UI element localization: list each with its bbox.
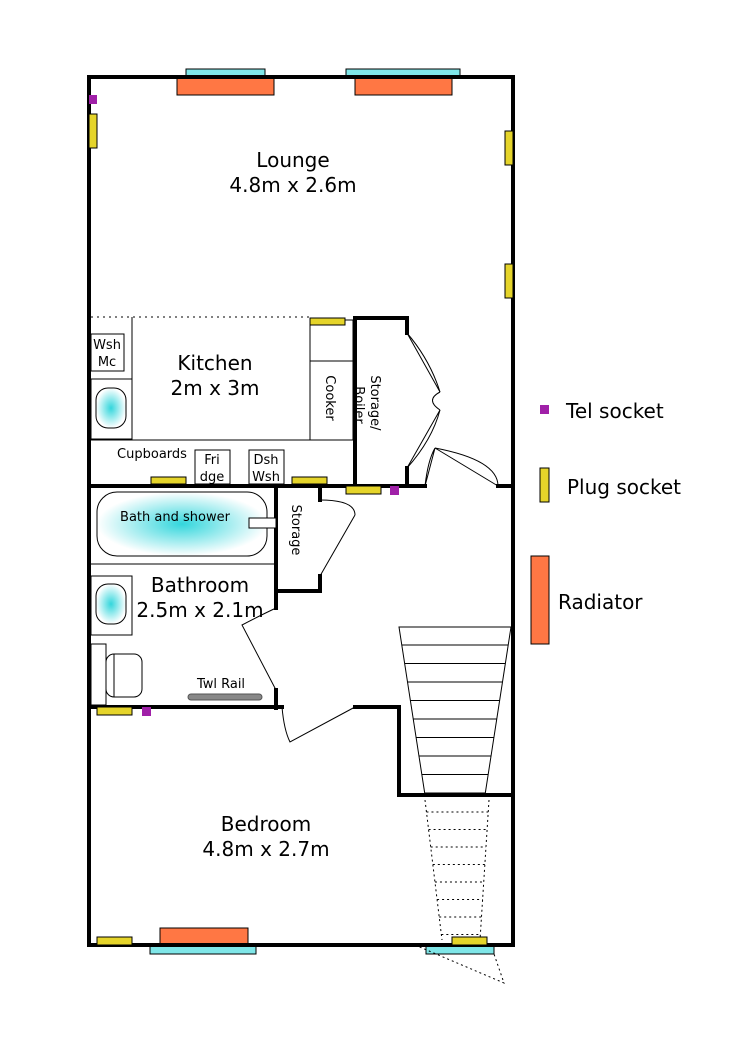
tel-socket bbox=[89, 95, 97, 104]
storage-label: Storage bbox=[288, 505, 303, 556]
plug-socket bbox=[504, 130, 514, 166]
bedroom-size: 4.8m x 2.7m bbox=[202, 837, 329, 861]
cooker-unit bbox=[309, 319, 354, 441]
radiator bbox=[354, 76, 453, 96]
washing-machine-label: Wsh bbox=[93, 338, 121, 353]
door-swing bbox=[424, 447, 499, 487]
door-swing bbox=[281, 706, 356, 743]
interior-wall bbox=[274, 486, 322, 593]
tel-socket bbox=[142, 707, 151, 716]
legend-plug-label: Plug socket bbox=[567, 475, 681, 499]
fridge-label: dge bbox=[200, 470, 225, 485]
kitchen-size: 2m x 3m bbox=[171, 376, 260, 400]
legend-plug-swatch bbox=[539, 467, 550, 503]
outside-guide bbox=[414, 944, 505, 984]
legend-tel-swatch bbox=[540, 405, 549, 414]
stair-dotted-edge bbox=[479, 799, 490, 941]
plug-socket bbox=[451, 936, 488, 946]
interior-wall bbox=[353, 316, 409, 486]
storage-boiler-label: Storage/ Boiler bbox=[351, 375, 382, 434]
plug-socket bbox=[88, 113, 98, 149]
toilet-cistern bbox=[90, 643, 107, 706]
staircase bbox=[398, 626, 512, 796]
dishwasher bbox=[248, 449, 285, 485]
tel-socket bbox=[390, 486, 399, 495]
legend-tel-label: Tel socket bbox=[565, 399, 664, 423]
plug-socket bbox=[150, 476, 187, 485]
storage-boiler-line: Storage/ bbox=[367, 375, 382, 431]
dishwasher-label: Wsh bbox=[252, 470, 280, 485]
door-swing bbox=[319, 499, 356, 577]
storage-boiler-line: Boiler bbox=[351, 386, 366, 424]
plug-socket bbox=[309, 317, 346, 326]
bedroom-name: Bedroom bbox=[221, 812, 311, 836]
lounge-size: 4.8m x 2.6m bbox=[229, 173, 356, 197]
stair-dotted-continuation bbox=[424, 799, 490, 941]
door-swing bbox=[406, 332, 441, 469]
fridge-label: Fri bbox=[204, 453, 220, 468]
bathroom-name: Bathroom bbox=[151, 573, 249, 597]
toilet-seat bbox=[105, 653, 143, 698]
bath-tap bbox=[248, 517, 277, 529]
stair-treads bbox=[401, 644, 509, 794]
plug-socket bbox=[345, 485, 382, 495]
door-swing bbox=[406, 332, 441, 469]
lounge-name: Lounge bbox=[256, 148, 329, 172]
kitchen-sink-basin bbox=[95, 387, 127, 429]
door-leaf bbox=[434, 447, 499, 487]
legend-radiator-swatch bbox=[530, 555, 550, 645]
radiator bbox=[176, 76, 275, 96]
bathroom-sink-basin bbox=[95, 583, 127, 625]
legend-radiator-label: Radiator bbox=[558, 590, 643, 614]
stair-dotted-edge bbox=[424, 799, 443, 941]
cooker-label: Cooker bbox=[322, 375, 337, 421]
dishwasher-label: Dsh bbox=[253, 453, 278, 468]
door-swing bbox=[241, 607, 277, 691]
cupboards-label: Cupboards bbox=[117, 447, 187, 462]
towel-rail bbox=[187, 693, 263, 701]
washing-machine bbox=[90, 333, 125, 372]
interior-wall bbox=[353, 705, 515, 797]
fridge bbox=[194, 449, 231, 485]
kitchen-name: Kitchen bbox=[177, 351, 252, 375]
bath-label: Bath and shower bbox=[120, 510, 231, 525]
bathroom-size: 2.5m x 2.1m bbox=[136, 598, 263, 622]
plug-socket bbox=[96, 706, 133, 716]
towel-rail-label: Twl Rail bbox=[196, 677, 245, 692]
plug-socket bbox=[96, 936, 133, 946]
outer-wall bbox=[87, 75, 515, 947]
washing-machine-label: Mc bbox=[98, 355, 116, 370]
plug-socket bbox=[291, 476, 328, 485]
plug-socket bbox=[504, 263, 514, 299]
